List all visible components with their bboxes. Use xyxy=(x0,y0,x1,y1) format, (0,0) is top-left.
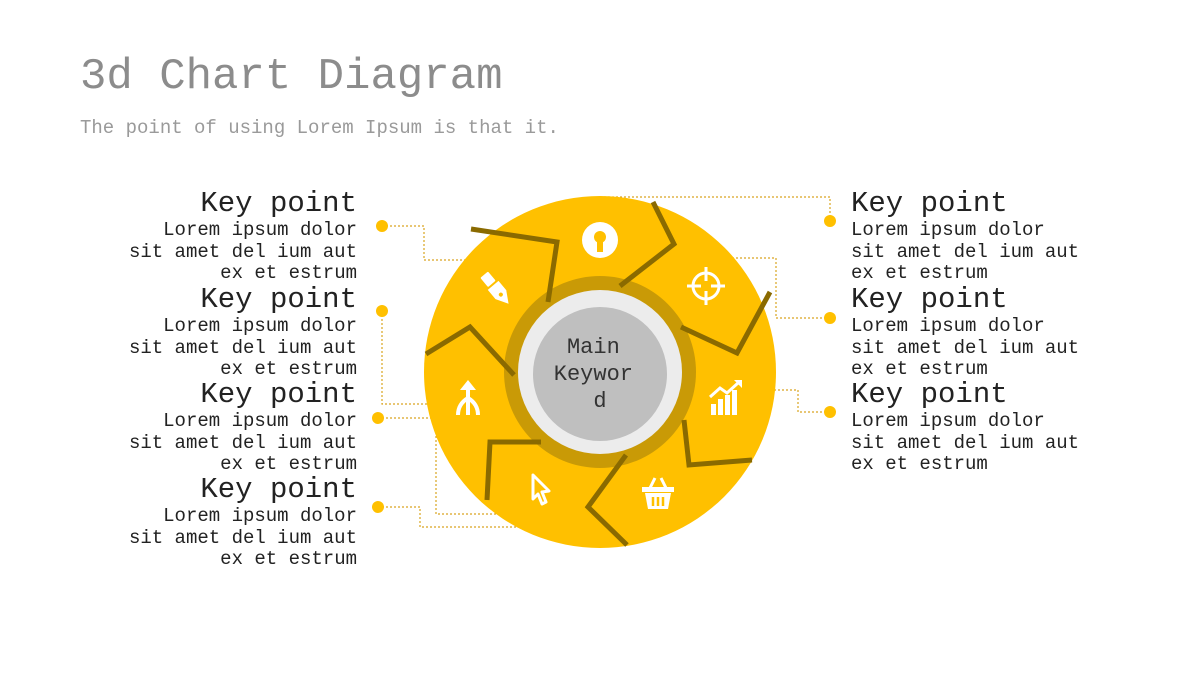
connector-dot xyxy=(824,406,836,418)
ring: Main Keywor d xyxy=(424,196,776,548)
key-point-right-1: Key point Lorem ipsum dolor sit amet del… xyxy=(851,188,1111,285)
key-point-heading: Key point xyxy=(200,473,357,506)
key-point-line: Lorem ipsum dolor xyxy=(163,410,357,432)
connector-dot xyxy=(372,412,384,424)
key-point-left-4: Key point Lorem ipsum dolor sit amet del… xyxy=(97,474,357,571)
key-point-left-1: Key point Lorem ipsum dolor sit amet del… xyxy=(97,188,357,285)
cursor-icon xyxy=(531,473,551,506)
key-point-line: ex et estrum xyxy=(851,262,988,284)
connector-left-1 xyxy=(382,225,468,261)
pen-icon xyxy=(480,271,509,304)
key-point-line: sit amet del ium aut xyxy=(128,431,357,454)
key-point-right-2: Key point Lorem ipsum dolor sit amet del… xyxy=(851,284,1111,381)
key-point-left-3: Key point Lorem ipsum dolor sit amet del… xyxy=(97,379,357,476)
key-point-heading: Key point xyxy=(851,187,1008,220)
key-point-line: sit amet del ium aut xyxy=(128,336,357,359)
keyhole-icon xyxy=(582,222,618,258)
segment-dividers xyxy=(424,200,773,547)
connector-dot xyxy=(824,312,836,324)
key-point-heading: Key point xyxy=(200,283,357,316)
growth-chart-icon xyxy=(708,380,742,415)
connector-dots xyxy=(372,215,836,513)
key-point-line: Lorem ipsum dolor xyxy=(851,315,1045,337)
key-point-line: sit amet del ium aut xyxy=(128,240,357,263)
connector-right-2 xyxy=(722,257,830,319)
key-point-heading: Key point xyxy=(851,378,1008,411)
key-point-line: ex et estrum xyxy=(220,548,357,570)
key-point-line: ex et estrum xyxy=(851,358,988,380)
key-point-line: ex et estrum xyxy=(851,453,988,475)
center-line-2: Keywor xyxy=(554,362,633,387)
key-point-line: Lorem ipsum dolor xyxy=(851,410,1045,432)
key-point-line: sit amet del ium aut xyxy=(851,431,1080,454)
key-point-line: Lorem ipsum dolor xyxy=(163,219,357,241)
connector-right-1 xyxy=(600,196,831,221)
key-point-heading: Key point xyxy=(200,187,357,220)
key-point-line: Lorem ipsum dolor xyxy=(851,219,1045,241)
center-circle xyxy=(533,307,667,441)
center-line-1: Main xyxy=(567,335,620,360)
page-subtitle: The point of using Lorem Ipsum is that i… xyxy=(80,117,559,139)
key-point-right-3: Key point Lorem ipsum dolor sit amet del… xyxy=(851,379,1111,476)
connector-lines xyxy=(378,196,831,528)
connector-dot xyxy=(824,215,836,227)
segment-divider xyxy=(618,200,678,288)
key-point-line: sit amet del ium aut xyxy=(128,526,357,549)
connector-dot xyxy=(376,305,388,317)
key-point-line: sit amet del ium aut xyxy=(851,336,1080,359)
connector-dot xyxy=(372,501,384,513)
segment-divider xyxy=(470,226,560,303)
key-point-line: Lorem ipsum dolor xyxy=(163,315,357,337)
segment-divider xyxy=(679,290,773,357)
connector-right-3 xyxy=(770,389,830,413)
key-point-line: sit amet del ium aut xyxy=(851,240,1080,263)
merge-arrow-icon xyxy=(456,380,480,416)
crosshair-icon xyxy=(687,267,725,305)
shopping-basket-icon xyxy=(642,477,674,509)
center-keyword: Main Keywor d xyxy=(554,335,646,414)
page-title: 3d Chart Diagram xyxy=(80,52,503,102)
key-point-line: ex et estrum xyxy=(220,358,357,380)
key-point-heading: Key point xyxy=(200,378,357,411)
key-point-heading: Key point xyxy=(851,283,1008,316)
segment-divider xyxy=(681,419,753,468)
key-point-line: ex et estrum xyxy=(220,453,357,475)
center-line-3: d xyxy=(593,389,606,414)
key-point-line: ex et estrum xyxy=(220,262,357,284)
connector-dot xyxy=(376,220,388,232)
segment-divider xyxy=(584,453,629,547)
connector-left-3 xyxy=(378,417,520,515)
connector-left-2 xyxy=(381,311,432,405)
segment-divider xyxy=(424,323,516,377)
segment-icons xyxy=(456,222,742,509)
key-point-line: Lorem ipsum dolor xyxy=(163,505,357,527)
segment-divider xyxy=(484,439,541,501)
key-point-left-2: Key point Lorem ipsum dolor sit amet del… xyxy=(97,284,357,381)
